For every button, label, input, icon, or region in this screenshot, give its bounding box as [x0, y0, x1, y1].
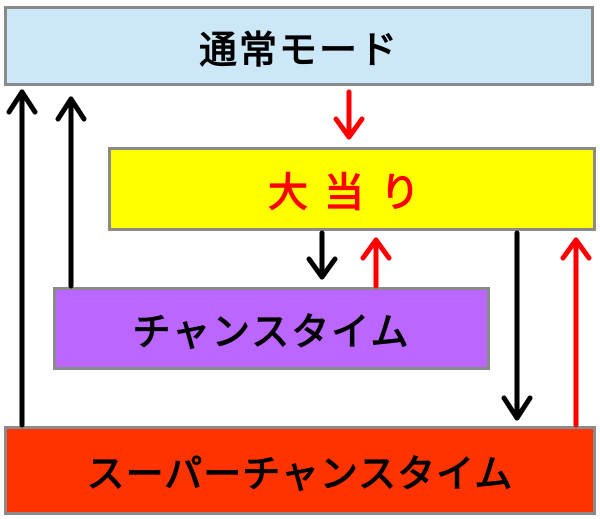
arrow-chance-to-jackpot [360, 237, 392, 289]
jackpot-box: 大当り [108, 147, 596, 231]
normal-mode-box: 通常モード [4, 6, 594, 86]
arrow-super-to-jackpot [560, 237, 592, 428]
arrow-normal-to-jackpot [333, 89, 365, 140]
arrow-jackpot-to-super [501, 230, 533, 421]
super-chance-time-box: スーパーチャンスタイム [4, 426, 596, 515]
arrow-super-to-normal [6, 89, 38, 428]
arrow-jackpot-to-chance [306, 230, 338, 280]
arrow-chance-to-normal [55, 96, 87, 289]
chance-time-box: チャンスタイム [53, 287, 490, 370]
